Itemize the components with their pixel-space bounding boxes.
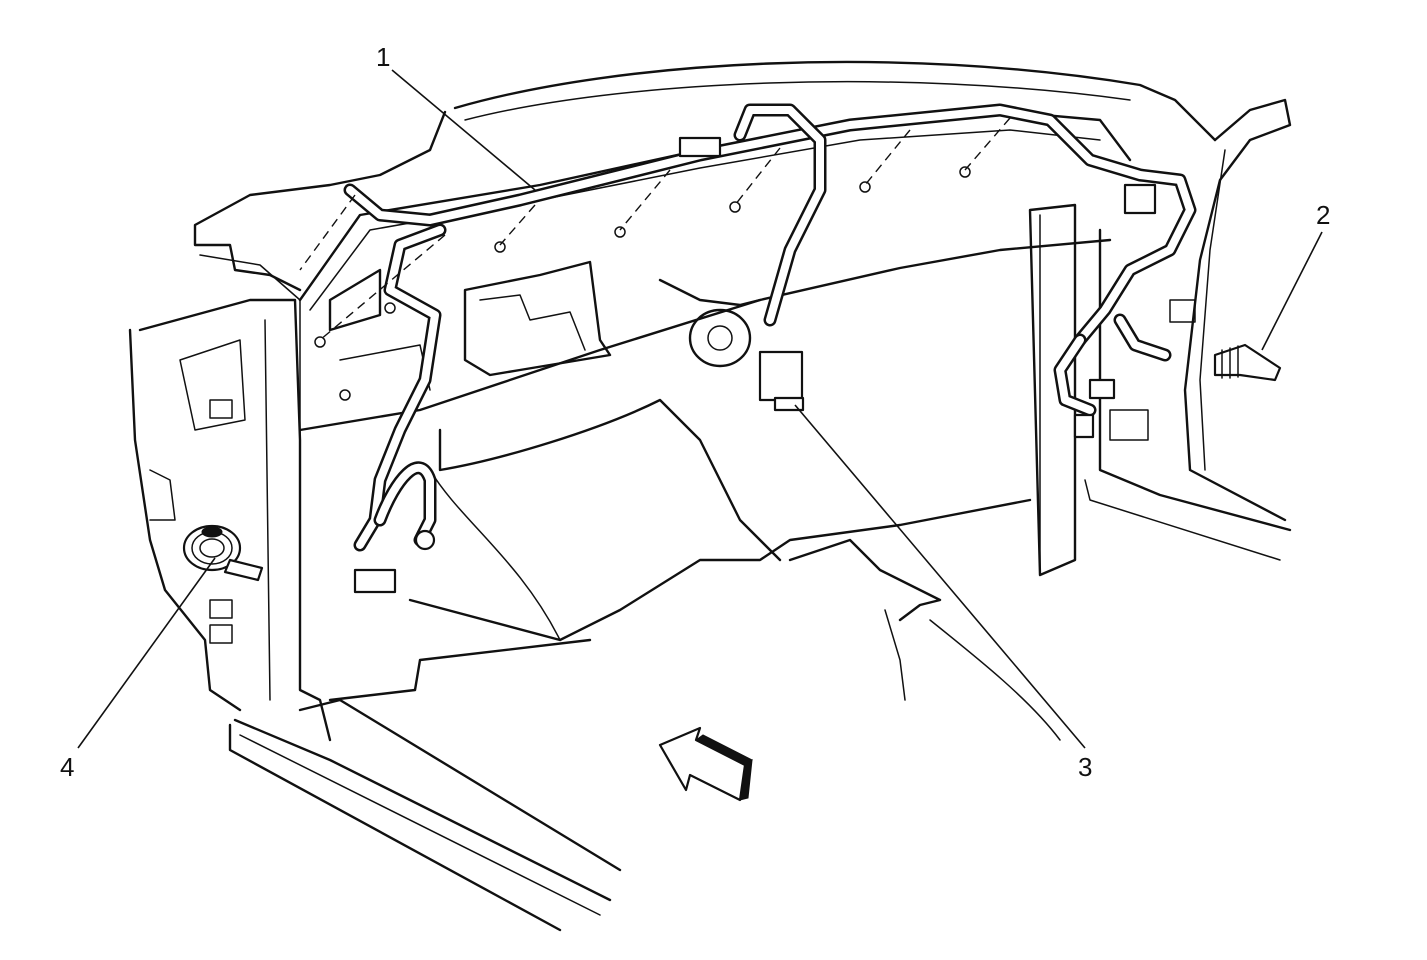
center-connector bbox=[758, 350, 804, 402]
left-side-panel bbox=[128, 298, 332, 742]
left-connector bbox=[353, 568, 397, 594]
harness-connectors bbox=[353, 136, 1157, 594]
callout-2: 2 bbox=[1316, 200, 1330, 230]
center-housing bbox=[438, 260, 782, 562]
right-side-panel bbox=[1028, 98, 1292, 577]
upper-right-connector bbox=[1123, 183, 1157, 215]
callout-4: 4 bbox=[60, 752, 74, 782]
right-grommet bbox=[1213, 343, 1282, 382]
leader-2 bbox=[1261, 231, 1323, 351]
callout-labels: 1 2 3 4 bbox=[60, 42, 1330, 782]
leader-3 bbox=[794, 404, 1086, 749]
harness-retainers bbox=[299, 117, 1011, 401]
leader-4 bbox=[77, 557, 216, 749]
callout-1: 1 bbox=[376, 42, 390, 72]
leader-lines bbox=[77, 69, 1323, 749]
rocker-sill bbox=[228, 698, 622, 932]
callout-3: 3 bbox=[1078, 752, 1092, 782]
floor-pan bbox=[328, 469, 1061, 741]
front-direction-arrow bbox=[658, 726, 753, 802]
cowl-top-outline bbox=[193, 60, 1217, 301]
leader-1 bbox=[391, 69, 536, 191]
left-grommet bbox=[182, 524, 264, 582]
wiring-harness-trunk bbox=[343, 103, 1197, 552]
